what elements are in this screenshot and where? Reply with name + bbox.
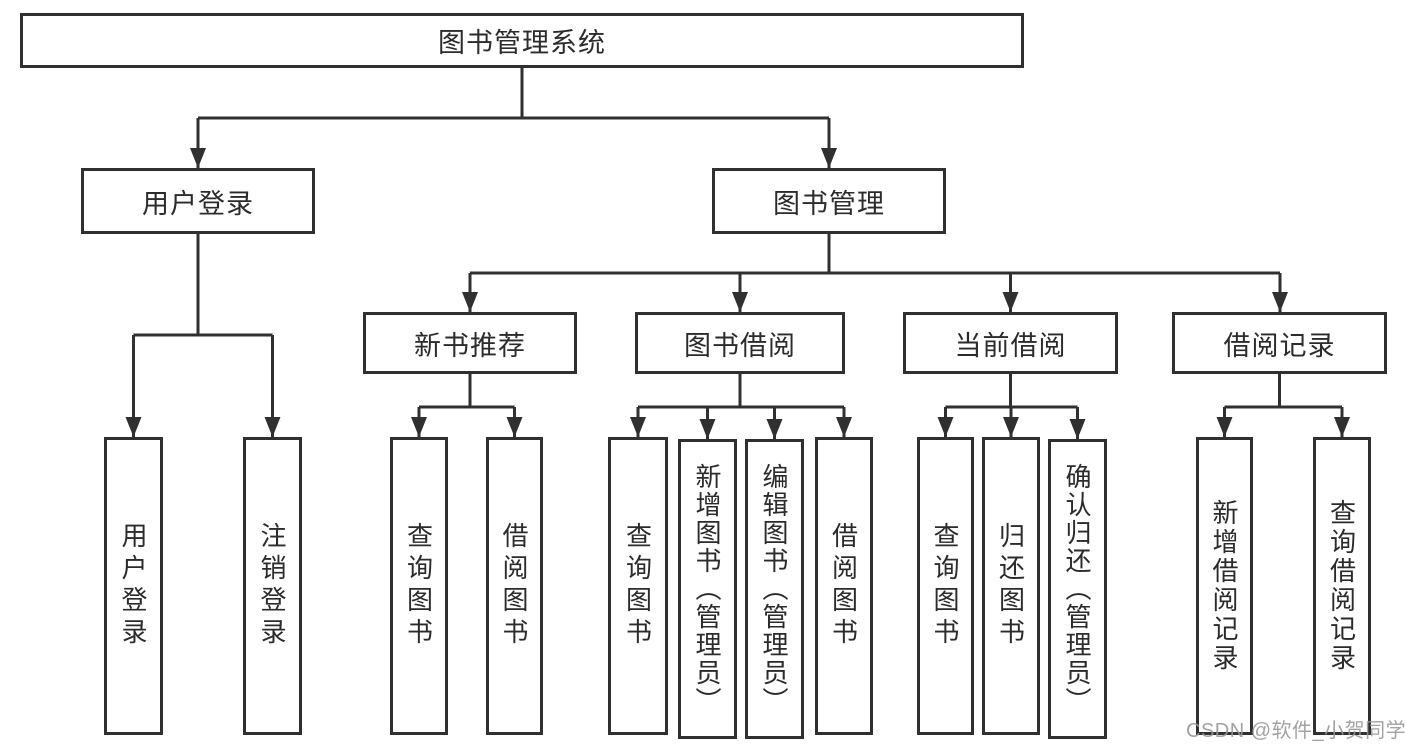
leaf-label: 借阅图书 — [828, 522, 859, 650]
leaf-label: 归还图书 — [995, 522, 1026, 650]
leaf-label: 查询图书 — [930, 522, 960, 650]
leaf-return-books: 归还图书 — [982, 437, 1040, 735]
node-label: 图书借阅 — [684, 330, 796, 361]
node-label: 用户登录 — [142, 188, 254, 219]
leaf-user-login: 用户登录 — [104, 437, 163, 735]
leaf-label: 用户登录 — [118, 522, 148, 650]
leaf-confirm-return-admin: 确认归还（管理员） — [1048, 439, 1107, 739]
leaf-label: 查询借阅记录 — [1326, 499, 1357, 673]
leaf-label: 查询图书 — [622, 522, 653, 650]
node-book-management: 图书管理 — [712, 168, 946, 234]
watermark: CSDN @软件_小贺同学 — [1186, 720, 1405, 742]
node-label: 图书管理系统 — [438, 28, 606, 58]
connector-trunks — [133, 68, 1342, 409]
node-label: 当前借阅 — [954, 330, 1067, 361]
leaf-label: 新增借阅记录 — [1209, 499, 1239, 673]
leaf-label: 借阅图书 — [499, 522, 529, 650]
node-user-login: 用户登录 — [81, 168, 315, 234]
node-book-borrow: 图书借阅 — [635, 312, 845, 374]
leaf-label: 查询图书 — [403, 522, 434, 650]
leaf-borrow-books-1: 借阅图书 — [486, 437, 543, 735]
leaf-query-books-2: 查询图书 — [608, 437, 668, 735]
node-label: 新书推荐 — [414, 330, 526, 361]
leaf-label: 注销登录 — [257, 522, 287, 650]
node-label: 借阅记录 — [1223, 330, 1336, 361]
leaf-query-borrow-record: 查询借阅记录 — [1313, 437, 1371, 735]
leaf-query-books-3: 查询图书 — [917, 437, 974, 735]
leaf-query-books-1: 查询图书 — [390, 437, 448, 735]
leaf-logout: 注销登录 — [243, 437, 302, 735]
leaf-add-borrow-record: 新增借阅记录 — [1196, 437, 1253, 735]
node-label: 图书管理 — [773, 188, 885, 219]
leaf-label: 新增图书（管理员） — [692, 463, 722, 715]
node-new-book-recommend: 新书推荐 — [363, 312, 577, 374]
node-current-borrow: 当前借阅 — [903, 312, 1118, 374]
node-library-management-system: 图书管理系统 — [20, 13, 1024, 68]
leaf-add-books-admin: 新增图书（管理员） — [678, 439, 737, 739]
leaf-label: 确认归还（管理员） — [1062, 463, 1092, 715]
node-borrow-records: 借阅记录 — [1172, 312, 1387, 374]
leaf-edit-books-admin: 编辑图书（管理员） — [745, 439, 804, 739]
leaf-label: 编辑图书（管理员） — [759, 463, 789, 715]
leaf-borrow-books-2: 借阅图书 — [815, 437, 873, 735]
